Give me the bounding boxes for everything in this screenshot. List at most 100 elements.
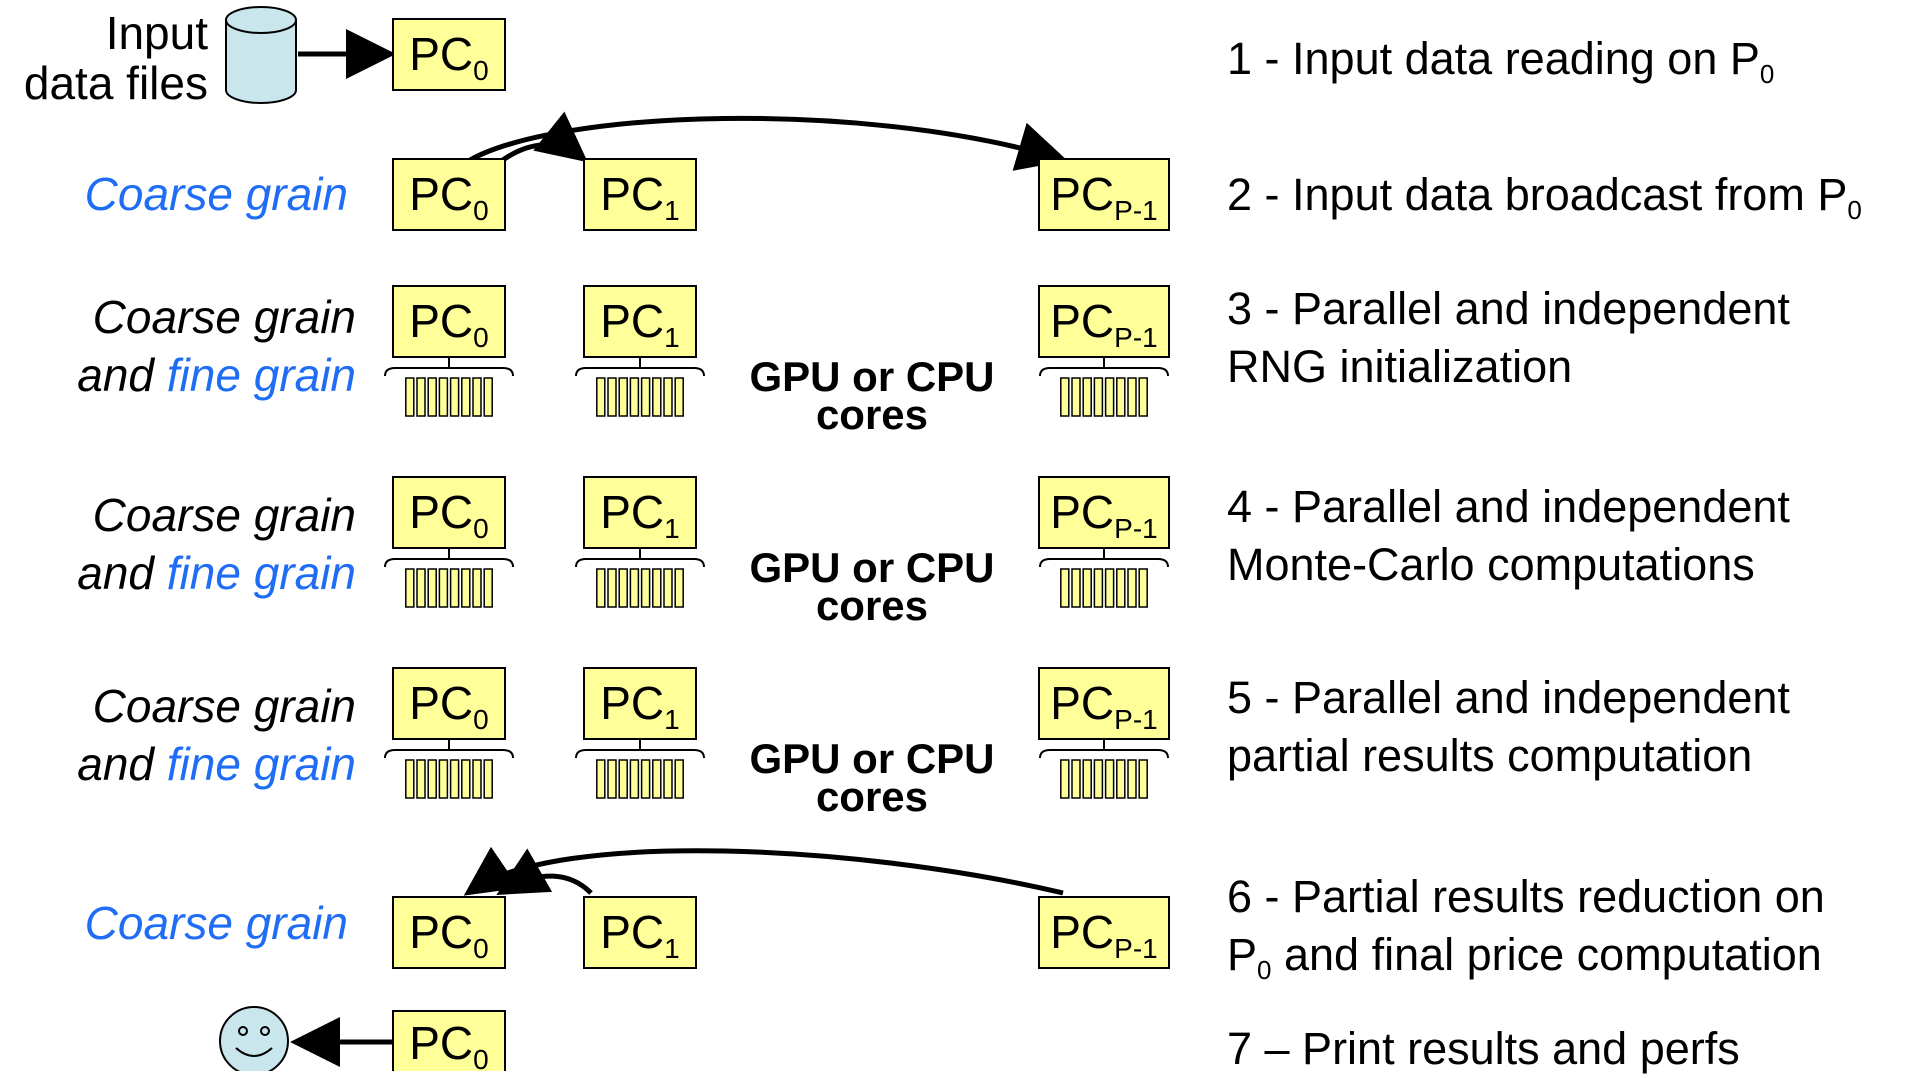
core-bar [629, 759, 640, 799]
step-4: 4 - Parallel and independent Monte-Carlo… [1227, 478, 1790, 594]
core-bar [1116, 568, 1126, 608]
step-5-line1: 5 - Parallel and independent [1227, 672, 1790, 723]
pc1-box-row4: PC1 [583, 476, 697, 549]
reduce-arrow-from-pcp [463, 846, 1064, 896]
cores-line2: cores [815, 582, 929, 629]
cores-bundle [1039, 549, 1169, 608]
core-bar [405, 759, 415, 799]
cores-bundle [1039, 740, 1169, 799]
dots-row4: ................... [720, 514, 1020, 522]
step-6-rest: and final price computation [1271, 929, 1822, 980]
step-1: 1 - Input data reading on P0 [1227, 30, 1774, 88]
pc-sub: 0 [473, 1043, 489, 1075]
grain-label-row5: Coarse grain and fine grain [0, 677, 356, 793]
core-bar [1071, 568, 1081, 608]
fine-grain-text: fine grain [166, 738, 356, 790]
core-bar [461, 377, 471, 417]
core-bar [483, 377, 493, 417]
smiley-face-icon [219, 1006, 289, 1071]
broadcast-arrow-to-pcp [468, 115, 1068, 171]
step-2-text: 2 - Input data broadcast from P [1227, 169, 1848, 220]
pc-sub: P-1 [1114, 194, 1158, 226]
core-bar [1138, 759, 1148, 799]
core-bar [1104, 568, 1115, 608]
pc0-box-row1: PC0 [392, 18, 506, 91]
step-3-line1: 3 - Parallel and independent [1227, 283, 1790, 334]
pc0-box-row6: PC0 [392, 896, 506, 969]
pc-sub: 0 [473, 194, 489, 226]
and-fine-grain: and fine grain [0, 346, 356, 404]
core-bar [1127, 759, 1137, 799]
core-bar [663, 568, 673, 608]
and-text: and [77, 738, 167, 790]
pc-label: PC [409, 295, 474, 347]
pc-sub: 1 [664, 512, 680, 544]
core-bar [640, 759, 651, 799]
step-4-line1: 4 - Parallel and independent [1227, 481, 1790, 532]
core-bar [652, 759, 662, 799]
step-6-line2: P0 and final price computation [1227, 926, 1825, 984]
cores-bundle [1039, 358, 1169, 417]
cores-bundle [384, 358, 514, 417]
pc-label: PC [409, 28, 474, 80]
core-bar [1060, 759, 1070, 799]
cores-line1: GPU or CPU [749, 353, 995, 400]
pc-sub: 1 [664, 321, 680, 353]
and-text: and [77, 547, 167, 599]
coarse-grain-label-row6: Coarse grain [84, 897, 348, 949]
pc-label: PC [600, 486, 665, 538]
cores-line1: GPU or CPU [749, 735, 995, 782]
core-bar [1093, 568, 1104, 608]
pc-label: PC [1050, 168, 1115, 220]
core-bar [652, 568, 662, 608]
core-bar [416, 568, 426, 608]
cores-label-row3: GPU or CPU cores [722, 353, 1022, 436]
coarse-grain-text: Coarse grain [92, 489, 356, 541]
core-bar [438, 377, 449, 417]
core-bar [438, 759, 449, 799]
pc-label: PC [409, 1017, 474, 1069]
core-bar [472, 568, 482, 608]
and-fine-grain: and fine grain [0, 544, 356, 602]
step-5: 5 - Parallel and independent partial res… [1227, 669, 1790, 785]
core-bar [1116, 759, 1126, 799]
pc-label: PC [1050, 295, 1115, 347]
pc-label: PC [600, 295, 665, 347]
core-bar [618, 377, 628, 417]
pc-sub: 0 [473, 932, 489, 964]
dots-row5: ................... [720, 705, 1020, 713]
dots-row6: ................... [720, 934, 1020, 942]
pc1-box-row2: PC1 [583, 158, 697, 231]
dots-row3: ................... [720, 323, 1020, 331]
core-bar [596, 759, 606, 799]
core-bar [449, 377, 460, 417]
pc0-box-row4: PC0 [392, 476, 506, 549]
step-4-line2: Monte-Carlo computations [1227, 539, 1755, 590]
pc1-box-row6: PC1 [583, 896, 697, 969]
step-6: 6 - Partial results reduction on P0 and … [1227, 868, 1825, 984]
core-bar [1104, 377, 1115, 417]
core-bar [674, 568, 684, 608]
step-1-sub: 0 [1759, 59, 1775, 90]
core-bar [427, 568, 437, 608]
core-bar [607, 377, 617, 417]
core-bar [449, 759, 460, 799]
core-bar [652, 377, 662, 417]
pc-sub: 0 [473, 512, 489, 544]
cores-bundle [384, 549, 514, 608]
pc0-box-row2: PC0 [392, 158, 506, 231]
pc-sub: 1 [664, 932, 680, 964]
pc-label: PC [600, 906, 665, 958]
core-bar [640, 377, 651, 417]
core-bar [1060, 377, 1070, 417]
pcp-box-row4: PCP-1 [1038, 476, 1170, 549]
core-bar [1060, 568, 1070, 608]
pc-sub: 0 [473, 703, 489, 735]
input-label-line1: Input [105, 7, 208, 59]
core-bar [618, 759, 628, 799]
core-bar [461, 759, 471, 799]
core-bar [629, 568, 640, 608]
cores-line1: GPU or CPU [749, 544, 995, 591]
core-bar [674, 759, 684, 799]
